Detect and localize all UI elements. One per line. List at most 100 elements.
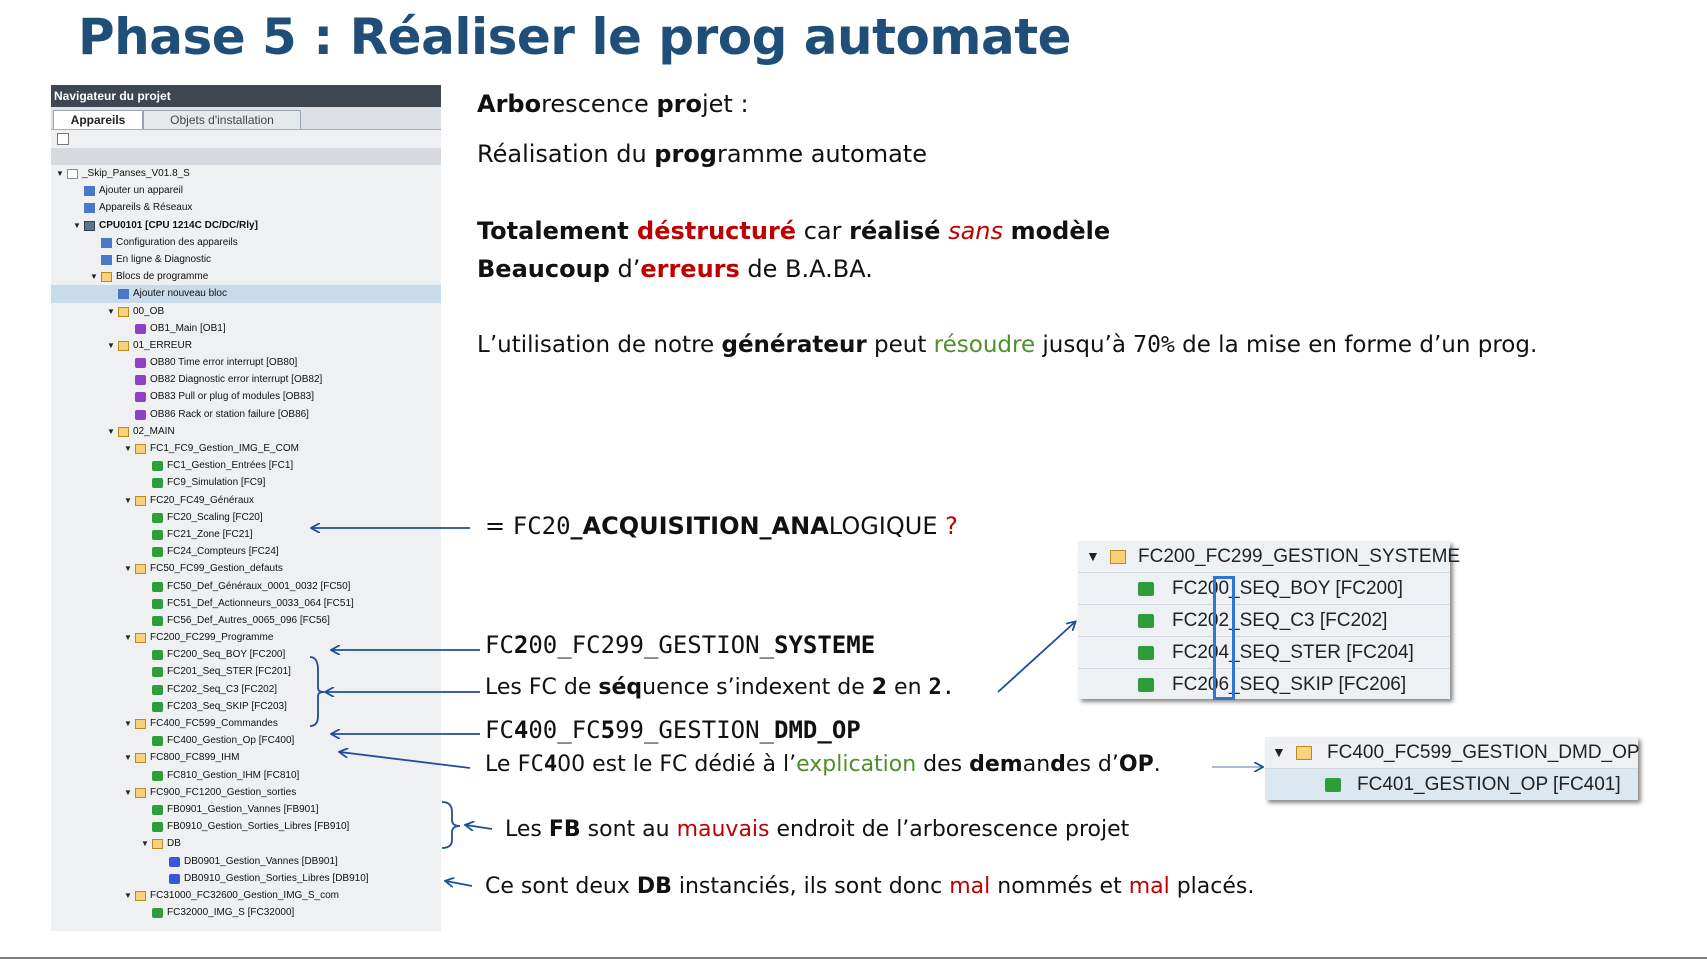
text-run: 00_FC299_GESTION_ [528, 631, 774, 659]
tree-item[interactable]: Ajouter un appareil [51, 182, 441, 199]
tree-item[interactable]: OB80 Time error interrupt [OB80] [51, 354, 441, 371]
expand-arrow-icon[interactable]: ▼ [124, 787, 132, 797]
zoom-fc200-item[interactable]: FC202_SEQ_C3 [FC202] [1078, 605, 1450, 637]
tree-item[interactable]: FB0910_Gestion_Sorties_Libres [FB910] [51, 818, 441, 835]
tab-objets-installation[interactable]: Objets d'installation [143, 110, 301, 129]
tree-item[interactable]: Configuration des appareils [51, 234, 441, 251]
expand-arrow-icon[interactable]: ▼ [90, 272, 98, 282]
tree-item[interactable]: ▼FC200_FC299_Programme [51, 629, 441, 646]
text-run: an [1022, 752, 1051, 777]
expand-arrow-icon[interactable]: ▼ [56, 169, 64, 178]
tree-item-label: FC1_Gestion_Entrées [FC1] [167, 460, 294, 472]
tree-item[interactable]: FC9_Simulation [FC9] [51, 474, 441, 491]
tree-item[interactable]: ▼ FC900_FC1200_Gestion_sorties [51, 784, 441, 801]
tree-item[interactable]: ▼01_ERREUR [51, 337, 441, 354]
zoom-fc200-folder-row[interactable]: ▼ FC200_FC299_GESTION_SYSTEME [1078, 541, 1460, 573]
zoom-fc400-item-label: FC401_GESTION_OP [FC401] [1357, 774, 1621, 795]
tree-item[interactable]: FC203_Seq_SKIP [FC203] [51, 698, 441, 715]
tree-item[interactable]: ▼FC50_FC99_Gestion_defauts [51, 560, 441, 577]
tree-item[interactable]: FC24_Compteurs [FC24] [51, 543, 441, 560]
text-run: de B.A.BA. [739, 255, 873, 283]
tree-item[interactable]: OB82 Diagnostic error interrupt [OB82] [51, 371, 441, 388]
folder-icon [135, 753, 146, 764]
network-icon [84, 203, 95, 214]
text-run: Les [505, 817, 549, 842]
tree-item[interactable]: ▼_Skip_Panses_V01.8_S [51, 165, 441, 182]
tree-item[interactable]: DB0901_Gestion_Vannes [DB901] [51, 853, 441, 870]
text-run: 70% [1133, 332, 1175, 358]
text-run: Beaucoup [477, 255, 610, 283]
tree-item[interactable]: OB83 Pull or plug of modules [OB83] [51, 388, 441, 405]
tree-item[interactable]: DB0910_Gestion_Sorties_Libres [DB910] [51, 870, 441, 887]
fc-icon [152, 512, 163, 523]
text-run: . [1153, 752, 1161, 777]
tree-item-label: FC51_Def_Actionneurs_0033_064 [FC51] [167, 597, 354, 609]
fc-block-icon [1138, 646, 1154, 660]
tree-item[interactable]: ▼02_MAIN [51, 423, 441, 440]
tree-item[interactable]: ▼Blocs de programme [51, 268, 441, 285]
ob-icon [135, 358, 146, 369]
tree-item[interactable]: FC20_Scaling [FC20] [51, 509, 441, 526]
zoom-fc400-folder-row[interactable]: ▼ FC400_FC599_GESTION_DMD_OP [1265, 737, 1640, 769]
expand-arrow-icon[interactable]: ▼ [1086, 548, 1100, 564]
expand-arrow-icon[interactable]: ▼ [107, 426, 115, 436]
tree-item[interactable]: ▼FC800_FC899_IHM [51, 749, 441, 766]
expand-arrow-icon[interactable]: ▼ [124, 890, 132, 900]
tree-item[interactable]: FC400_Gestion_Op [FC400] [51, 732, 441, 749]
tree-item[interactable]: ▼FC1_FC9_Gestion_IMG_E_COM [51, 440, 441, 457]
expand-arrow-icon[interactable]: ▼ [124, 753, 132, 763]
zoom-fc400-item[interactable]: FC401_GESTION_OP [FC401] [1265, 769, 1638, 800]
zoom-fc200-item[interactable]: FC206_SEQ_SKIP [FC206] [1078, 669, 1450, 700]
folder-icon [135, 787, 146, 798]
expand-arrow-icon[interactable]: ▼ [107, 306, 115, 316]
tree-item[interactable]: OB1_Main [OB1] [51, 320, 441, 337]
tree-item[interactable]: FC21_Zone [FC21] [51, 526, 441, 543]
zoom-fc200-item[interactable]: FC200_SEQ_BOY [FC200] [1078, 573, 1450, 605]
expand-arrow-icon[interactable]: ▼ [141, 839, 149, 849]
expand-arrow-icon[interactable]: ▼ [124, 564, 132, 574]
folder-icon [118, 426, 129, 437]
expand-arrow-icon[interactable]: ▼ [73, 220, 81, 230]
tab-appareils[interactable]: Appareils [53, 110, 143, 129]
tree-item-label: FC900_FC1200_Gestion_sorties [150, 786, 297, 798]
tree-item[interactable]: FC32000_IMG_S [FC32000] [51, 904, 441, 921]
tree-item[interactable]: FC50_Def_Généraux_0001_0032 [FC50] [51, 578, 441, 595]
tree-item[interactable]: ▼ FC20_FC49_Généraux [51, 492, 441, 509]
tree-item-label: FC20_FC49_Généraux [150, 494, 254, 506]
tree-item[interactable]: ▼DB [51, 835, 441, 852]
tree-item[interactable]: Appareils & Réseaux [51, 199, 441, 216]
tree-item[interactable]: FC51_Def_Actionneurs_0033_064 [FC51] [51, 595, 441, 612]
expand-arrow-icon[interactable]: ▼ [124, 633, 132, 643]
tree-item[interactable]: En ligne & Diagnostic [51, 251, 441, 268]
tree-item[interactable]: ▼00_OB [51, 303, 441, 320]
expand-arrow-icon[interactable]: ▼ [124, 444, 132, 453]
tree-item[interactable]: ▼FC31000_FC32600_Gestion_IMG_S_com [51, 887, 441, 904]
folder-icon [1110, 550, 1126, 564]
tree-item[interactable]: Ajouter nouveau bloc [51, 285, 441, 303]
tree-item-label: FC20_Scaling [FC20] [167, 511, 263, 523]
expand-arrow-icon[interactable]: ▼ [124, 495, 132, 505]
tree-item[interactable]: FC810_Gestion_IHM [FC810] [51, 767, 441, 784]
tree-item[interactable]: ▼FC400_FC599_Commandes [51, 715, 441, 732]
expand-arrow-icon[interactable]: ▼ [1272, 744, 1286, 760]
text-run: sont au [580, 817, 677, 842]
fc-block-icon [1138, 678, 1154, 692]
tree-item[interactable]: FB0901_Gestion_Vannes [FB901] [51, 801, 441, 818]
tree-item[interactable]: FC1_Gestion_Entrées [FC1] [51, 457, 441, 474]
expand-arrow-icon[interactable]: ▼ [124, 719, 132, 728]
slide-title: Phase 5 : Réaliser le prog automate [78, 8, 1072, 66]
tree-item-label: OB80 Time error interrupt [OB80] [150, 357, 298, 369]
text-run: séq [598, 675, 643, 700]
table-view-icon[interactable] [57, 133, 69, 145]
expand-arrow-icon[interactable]: ▼ [107, 340, 115, 350]
tree-item[interactable]: FC201_Seq_STER [FC201] [51, 663, 441, 680]
tree-item[interactable]: FC200_Seq_BOY [FC200] [51, 646, 441, 663]
tree-item[interactable]: FC202_Seq_C3 [FC202] [51, 681, 441, 698]
tree-item[interactable]: FC56_Def_Autres_0065_096 [FC56] [51, 612, 441, 629]
tree-item[interactable]: ▼CPU0101 [CPU 1214C DC/DC/Rly] [51, 217, 441, 234]
fc-icon [152, 667, 163, 678]
tree-item[interactable]: OB86 Rack or station failure [OB86] [51, 406, 441, 423]
text-run: DMD_OP [774, 716, 861, 744]
